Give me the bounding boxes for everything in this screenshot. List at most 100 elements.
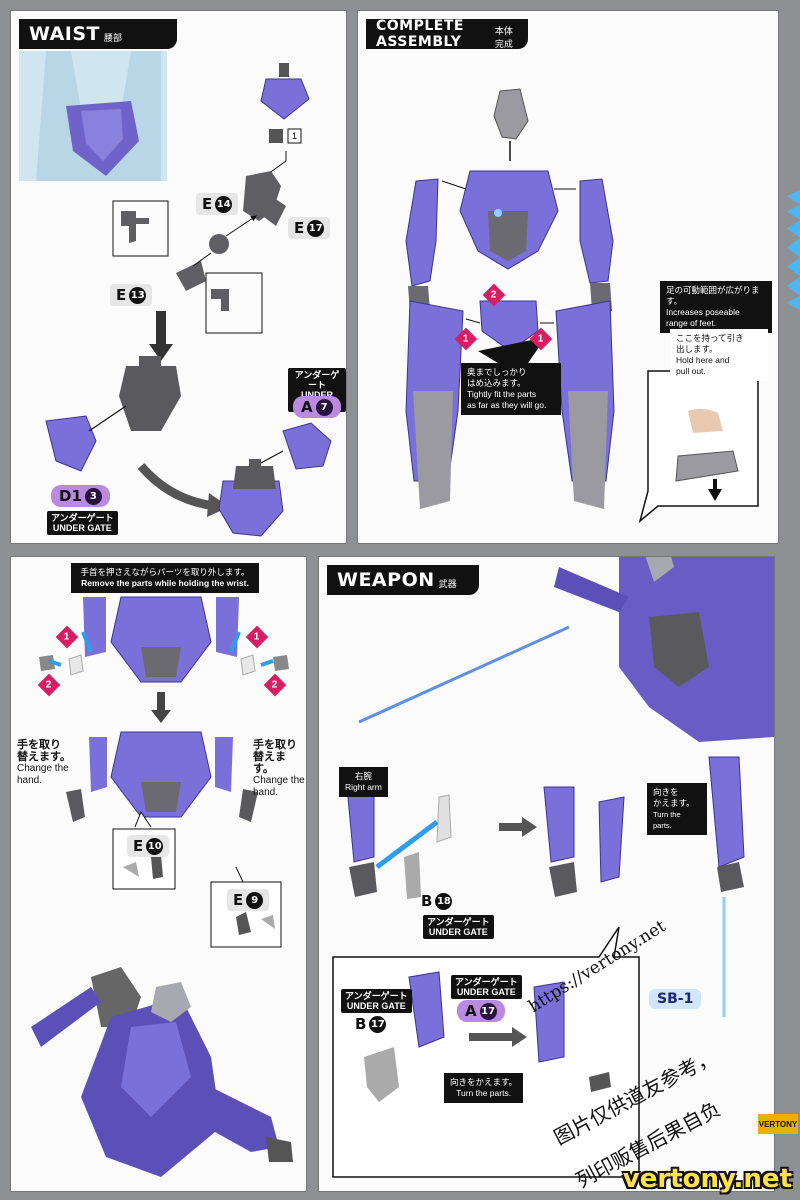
waist-title-jp: 腰部 — [104, 32, 123, 43]
step-1-label-right: 1 — [538, 333, 544, 345]
code-b18-num: 18 — [435, 892, 453, 910]
waist-illustration — [19, 51, 332, 537]
waist-panel: WAIST 腰部 1 E14 E17 E13 アンダーゲート UNDER GAT… — [10, 10, 347, 544]
hand-instruction-jp: 手首を押さえながらパーツを取り外します。 — [80, 567, 250, 577]
core-assembly — [119, 356, 181, 431]
purple-part-right — [282, 422, 332, 470]
weapon-figure-photo — [358, 557, 774, 742]
weapon-panel: WEAPON 武器 右腕 Right arm 向きを かえます。 Turn th… — [318, 556, 775, 1192]
right-change-en1: Change the — [253, 775, 305, 786]
box-label: 1 — [292, 131, 298, 141]
feet-note-en1: Increases poseable — [666, 307, 740, 317]
turn-top-jp2: かえます。 — [653, 798, 695, 808]
undergate-label-weapon-3: アンダーゲート UNDER GATE — [451, 975, 522, 999]
undergate-label-weapon-1: アンダーゲート UNDER GATE — [423, 915, 494, 939]
hand-right — [239, 789, 258, 822]
hand-step-1-right-label: 1 — [254, 631, 260, 643]
undergate-label-bottom: アンダーゲート UNDER GATE — [47, 511, 118, 535]
feet-note-jp: 足の可動範囲が広がります。 — [666, 285, 760, 306]
right-change-jp2: 替えます。 — [253, 751, 286, 775]
waist-final-assembly — [218, 459, 284, 537]
code-e14-num: 14 — [215, 195, 233, 213]
right-leg — [555, 300, 615, 509]
fit-callout-jp1: 奥までしっかり — [467, 367, 527, 377]
undergate-w2-en: UNDER GATE — [346, 1001, 406, 1011]
turn-note-top: 向きを かえます。 Turn the parts. — [647, 783, 707, 835]
left-change-en1: Change the — [17, 763, 69, 774]
code-a7-num: 7 — [315, 398, 333, 416]
undergate-bottom-jp: アンダーゲート — [51, 513, 114, 523]
left-leg — [405, 300, 464, 509]
feet-note-en2: range of feet. — [666, 318, 717, 328]
left-change-en2: hand. — [17, 775, 43, 786]
hand-swap-panel: 手首を押さえながらパーツを取り外します。 Remove the parts wh… — [10, 556, 307, 1192]
figure-photo — [31, 967, 293, 1177]
sb-label: SB-1 — [649, 989, 702, 1009]
undergate-bottom-en: UNDER GATE — [52, 523, 112, 533]
right-change-en2: hand. — [253, 787, 279, 798]
fit-callout-en1: Tightly fit the parts — [467, 389, 537, 399]
turn-note-bottom: 向きをかえます。 Turn the parts. — [444, 1073, 524, 1103]
code-e13-letter: E — [116, 286, 127, 304]
complete-title-jp: 本体完成 — [494, 26, 513, 49]
turn-top-jp1: 向きを — [653, 787, 679, 797]
finger-drawing — [688, 408, 723, 433]
left-change-jp1: 手を取り — [17, 739, 61, 751]
code-d13-num: 3 — [84, 487, 102, 505]
hand-instruction-en: Remove the parts while holding the wrist… — [81, 578, 249, 588]
hand-left — [66, 789, 85, 822]
undergate-w1-en: UNDER GATE — [428, 927, 488, 937]
code-e13-num: 13 — [129, 286, 147, 304]
hold-note-en2: pull out. — [676, 366, 706, 376]
head-part — [493, 88, 529, 140]
fit-callout: 奥までしっかり はめ込みます。 Tightly fit the parts as… — [461, 363, 561, 415]
waist-title-en: WAIST — [29, 23, 101, 45]
hand-step-1-left-label: 1 — [64, 631, 70, 643]
undergate-w3-jp: アンダーゲート — [455, 977, 518, 987]
turn-top-en: Turn the parts. — [653, 810, 681, 830]
hand-step-2-left-label: 2 — [46, 679, 52, 691]
top-waist-part — [260, 63, 310, 144]
right-change-note: 手を取り 替えます。 Change the hand. — [253, 739, 306, 799]
step-2-label: 2 — [491, 289, 497, 301]
grey-parts — [121, 171, 286, 311]
undergate-w3-en: UNDER GATE — [456, 987, 516, 997]
turn-bottom-en: Turn the parts. — [456, 1088, 512, 1098]
code-e14-letter: E — [202, 195, 213, 213]
code-a7-letter: A — [301, 398, 313, 416]
page-tab-edge — [786, 190, 800, 310]
purple-part-left — [45, 415, 97, 472]
code-b18-letter: B — [421, 892, 433, 910]
weapon-title: WEAPON 武器 — [327, 565, 479, 595]
left-change-note: 手を取り 替えます。 Change the hand. — [17, 739, 71, 787]
step-1-label-left: 1 — [463, 333, 469, 345]
undergate-w2-jp: アンダーゲート — [345, 991, 408, 1001]
turn-bottom-jp: 向きをかえます。 — [450, 1077, 518, 1087]
hold-note-jp1: ここを持って引き — [676, 333, 744, 343]
vertony-logo: VERTONY — [758, 1114, 798, 1134]
hold-note-en1: Hold here and — [676, 355, 730, 365]
left-change-jp2: 替えます。 — [17, 751, 71, 763]
code-e10-num: 10 — [146, 837, 164, 855]
hold-note-jp2: 出します。 — [676, 344, 718, 354]
feet-note: 足の可動範囲が広がります。 Increases poseable range o… — [660, 281, 772, 333]
code-b17-letter: B — [355, 1015, 367, 1033]
complete-assembly-illustration — [405, 88, 759, 524]
code-e17-num: 17 — [307, 219, 325, 237]
waist-title: WAIST 腰部 — [19, 19, 177, 49]
complete-title: COMPLETE ASSEMBLY 本体完成 — [366, 18, 528, 50]
foot-part — [675, 450, 739, 482]
weapon-title-en: WEAPON — [337, 569, 435, 591]
left-arm — [405, 178, 439, 313]
code-e17-letter: E — [294, 219, 305, 237]
